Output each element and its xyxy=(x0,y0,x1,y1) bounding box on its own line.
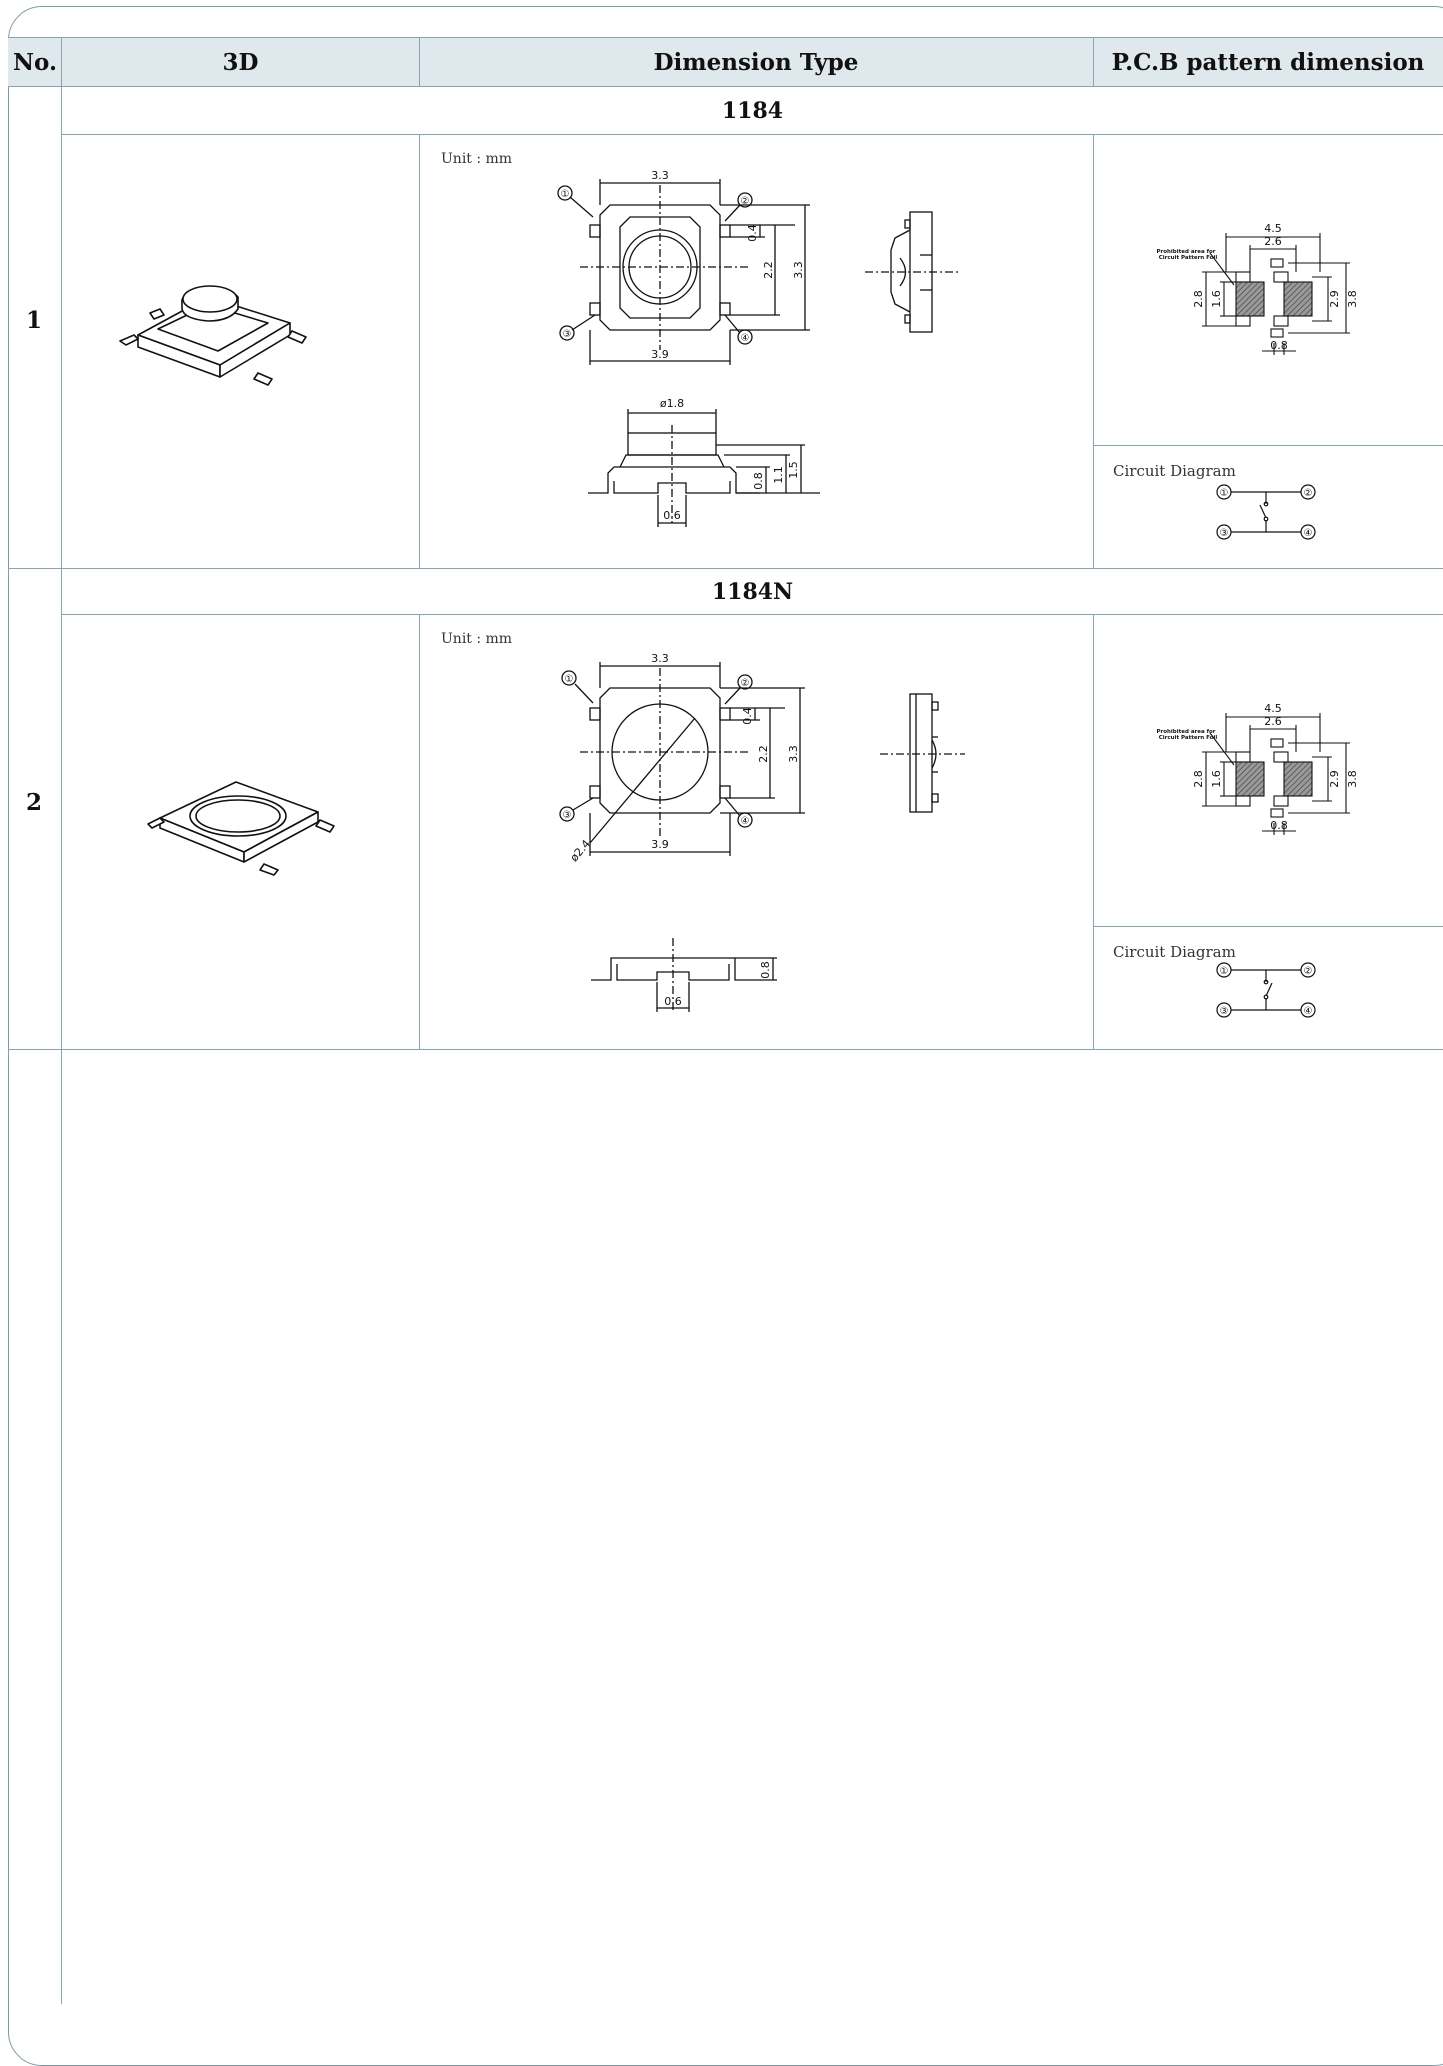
svg-text:③: ③ xyxy=(1220,1006,1229,1017)
dimension-drawing-top-1184n: 3.3 3.9 0.4 2.2 3.3 ø2.4 ① ② ③ ④ xyxy=(559,652,805,864)
svg-text:Circuit Pattern Foil: Circuit Pattern Foil xyxy=(1159,735,1218,741)
circuit-diagram-1184n: ① ② ③ ④ xyxy=(1216,962,1316,1018)
model-name-1184n: 1184N xyxy=(711,579,794,605)
dimension-drawing-side-1184n xyxy=(880,693,965,813)
svg-text:②: ② xyxy=(741,196,750,207)
header-3d: 3D xyxy=(62,37,419,87)
grid-line xyxy=(8,1049,1443,1050)
row-number: 2 xyxy=(25,789,42,816)
switch-3d-render-1184 xyxy=(119,285,307,386)
svg-text:3.8: 3.8 xyxy=(1346,290,1359,308)
svg-text:0.6: 0.6 xyxy=(664,995,682,1008)
svg-text:④: ④ xyxy=(1304,1006,1313,1017)
unit-label: Unit : mm xyxy=(441,631,513,647)
svg-text:3.3: 3.3 xyxy=(651,169,669,182)
svg-text:2.8: 2.8 xyxy=(1192,290,1205,308)
svg-text:3.3: 3.3 xyxy=(787,745,800,763)
svg-text:②: ② xyxy=(741,678,750,689)
dimension-drawing-front-1184n: 0.6 0.8 xyxy=(591,938,777,1012)
svg-text:3.9: 3.9 xyxy=(651,838,669,851)
svg-text:①: ① xyxy=(565,674,574,685)
svg-text:0.6: 0.6 xyxy=(663,509,681,522)
circuit-diagram-label: Circuit Diagram xyxy=(1113,462,1236,480)
svg-text:ø1.8: ø1.8 xyxy=(660,397,684,410)
dimension-drawing-side-1184 xyxy=(865,211,960,333)
svg-text:1.1: 1.1 xyxy=(772,466,785,484)
circuit-diagram-label: Circuit Diagram xyxy=(1113,943,1236,961)
svg-text:④: ④ xyxy=(741,816,750,827)
svg-text:④: ④ xyxy=(1304,528,1313,539)
grid-line xyxy=(419,614,420,1049)
model-name-1184: 1184 xyxy=(721,98,784,124)
grid-line xyxy=(1093,445,1443,446)
unit-label: Unit : mm xyxy=(441,151,513,167)
svg-text:2.8: 2.8 xyxy=(1192,770,1205,788)
svg-text:0.4: 0.4 xyxy=(746,224,759,242)
grid-line xyxy=(419,37,420,87)
header-no: No. xyxy=(8,37,62,87)
svg-text:①: ① xyxy=(1220,488,1229,499)
svg-text:0.8: 0.8 xyxy=(752,472,765,490)
svg-text:3.9: 3.9 xyxy=(651,348,669,361)
svg-text:0.8: 0.8 xyxy=(1270,819,1288,832)
pcb-pattern-1184: 4.5 2.6 2.8 1.6 2.9 3.8 0.8 Prohibited a… xyxy=(1156,222,1359,355)
svg-text:2.6: 2.6 xyxy=(1264,715,1282,728)
svg-text:Prohibited area for: Prohibited area for xyxy=(1156,729,1215,735)
svg-text:①: ① xyxy=(1220,966,1229,977)
grid-line xyxy=(61,614,1443,615)
grid-line xyxy=(1093,135,1094,568)
svg-text:0.8: 0.8 xyxy=(1270,339,1288,352)
grid-line xyxy=(419,135,420,568)
grid-line xyxy=(1093,614,1094,1049)
svg-text:Circuit Pattern Foil: Circuit Pattern Foil xyxy=(1159,255,1218,261)
dimension-drawing-front-1184: ø1.8 0.6 0.8 1.1 1.5 xyxy=(588,397,820,527)
svg-text:④: ④ xyxy=(741,333,750,344)
grid-line xyxy=(1093,37,1094,87)
svg-text:2.2: 2.2 xyxy=(762,261,775,279)
svg-text:0.8: 0.8 xyxy=(759,961,772,979)
svg-text:1.6: 1.6 xyxy=(1210,770,1223,788)
svg-text:2.2: 2.2 xyxy=(757,745,770,763)
svg-text:2.9: 2.9 xyxy=(1328,290,1341,308)
dimension-drawing-top-1184: 3.3 3.9 0.4 2.2 3.3 ① ② ③ ④ xyxy=(557,169,810,365)
svg-text:②: ② xyxy=(1304,966,1313,977)
grid-line xyxy=(61,37,62,2004)
header-dimension-type: Dimension Type xyxy=(419,37,1093,87)
svg-text:1.5: 1.5 xyxy=(787,461,800,479)
switch-3d-render-1184n xyxy=(147,781,335,876)
grid-line xyxy=(1093,926,1443,927)
svg-text:Prohibited area for: Prohibited area for xyxy=(1156,249,1215,255)
header-pcb: P.C.B pattern dimension xyxy=(1093,37,1443,87)
svg-text:ø2.4: ø2.4 xyxy=(568,837,594,864)
svg-text:3.3: 3.3 xyxy=(792,261,805,279)
svg-text:③: ③ xyxy=(563,810,572,821)
svg-text:①: ① xyxy=(561,189,570,200)
svg-text:3.3: 3.3 xyxy=(651,652,669,665)
svg-text:4.5: 4.5 xyxy=(1264,222,1282,235)
svg-text:3.8: 3.8 xyxy=(1346,770,1359,788)
svg-text:③: ③ xyxy=(563,329,572,340)
row-number: 1 xyxy=(25,307,42,334)
pcb-pattern-1184n: 4.5 2.6 2.8 1.6 2.9 3.8 0.8 Prohibited a… xyxy=(1156,702,1359,835)
svg-text:0.4: 0.4 xyxy=(741,707,754,725)
svg-text:1.6: 1.6 xyxy=(1210,290,1223,308)
svg-text:2.9: 2.9 xyxy=(1328,770,1341,788)
svg-text:4.5: 4.5 xyxy=(1264,702,1282,715)
grid-line xyxy=(8,568,1443,569)
grid-line xyxy=(61,134,1443,135)
circuit-diagram-1184: ① ② ③ ④ xyxy=(1216,484,1316,540)
svg-text:②: ② xyxy=(1304,488,1313,499)
svg-text:③: ③ xyxy=(1220,528,1229,539)
svg-text:2.6: 2.6 xyxy=(1264,235,1282,248)
